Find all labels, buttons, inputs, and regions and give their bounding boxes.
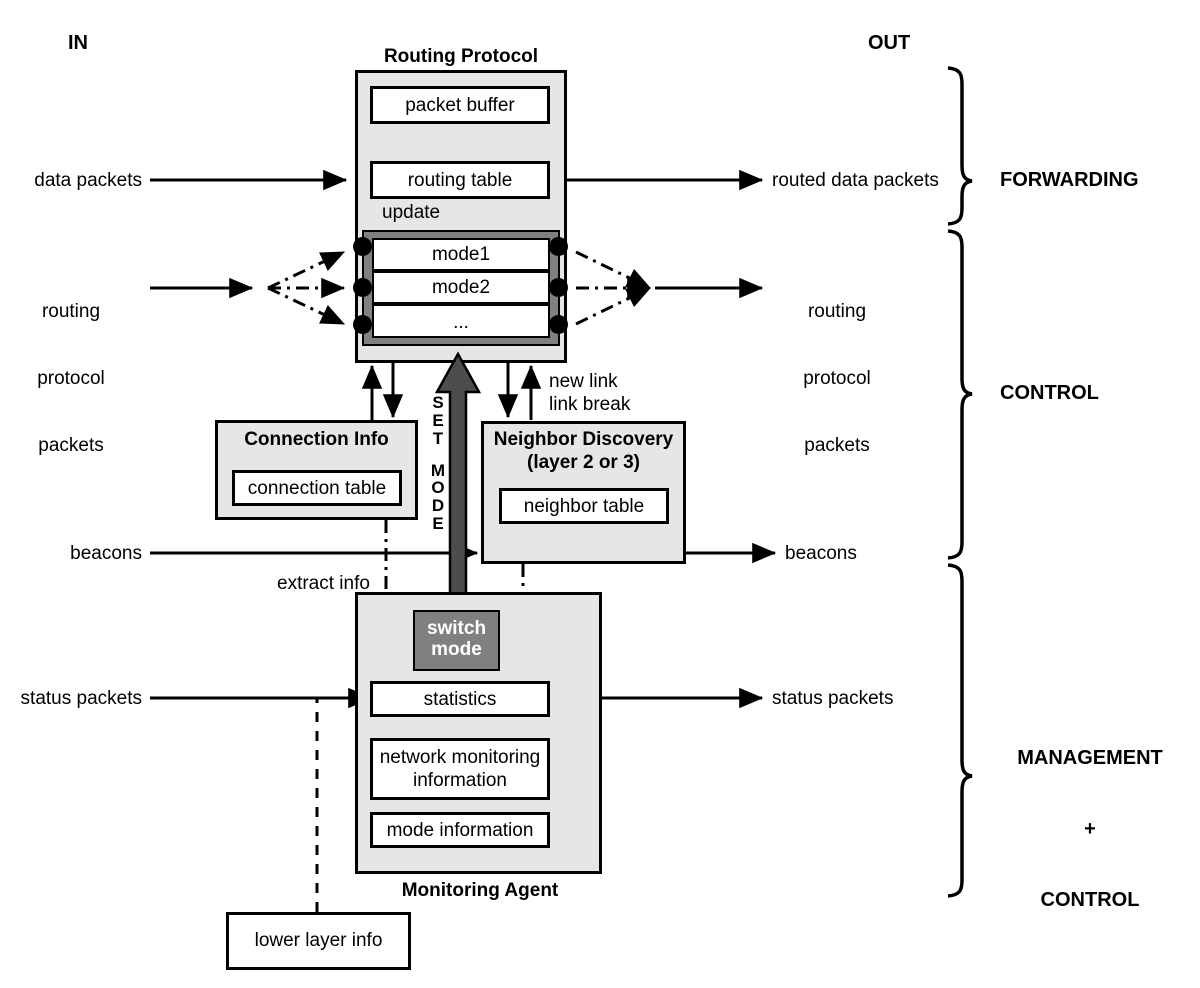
out-title: OUT <box>868 32 911 54</box>
plane-mc-line1: MANAGEMENT <box>1017 747 1163 770</box>
new-link-label: new link <box>549 371 618 392</box>
mode-box-2[interactable]: mode2 <box>372 271 550 304</box>
plane-label-management-control: MANAGEMENT + CONTROL <box>990 700 1190 960</box>
input-label-status-packets: status packets <box>20 688 142 709</box>
input-label-data-packets: data packets <box>34 170 142 191</box>
network-monitoring-information-line1: network monitoring <box>379 747 541 768</box>
mode-port-out-3 <box>549 315 568 334</box>
set-mode-letter-d: D <box>431 496 445 516</box>
packet-buffer-box: packet buffer <box>370 86 550 124</box>
neighbor-table-box: neighbor table <box>499 488 669 524</box>
set-mode-letter-e1: E <box>432 410 444 430</box>
neighbor-discovery-caption-line2: (layer 2 or 3) <box>527 452 640 473</box>
monitoring-agent-caption: Monitoring Agent <box>401 880 559 901</box>
extract-info-label: extract info <box>277 573 370 594</box>
neighbor-table-label: neighbor table <box>523 496 645 517</box>
update-label: update <box>382 202 441 223</box>
set-mode-letter-e2: E <box>432 514 444 534</box>
lower-layer-info-box: lower layer info <box>226 912 411 970</box>
output-label-status-packets: status packets <box>772 688 894 709</box>
brace-management-control <box>947 563 973 898</box>
network-monitoring-information-box: network monitoring information <box>370 738 550 800</box>
set-mode-letter-t: T <box>432 428 444 448</box>
mode-box-more[interactable]: ... <box>372 304 550 338</box>
link-break-label: link break <box>549 394 631 415</box>
set-mode-label: S E T M O D E <box>428 394 448 533</box>
mode-1-label: mode1 <box>431 244 491 265</box>
plane-mc-line2: + <box>1084 817 1096 840</box>
packet-buffer-label: packet buffer <box>405 95 515 116</box>
routing-protocol-caption: Routing Protocol <box>383 46 539 67</box>
neighbor-discovery-caption-line1: Neighbor Discovery <box>493 429 674 450</box>
switch-mode-line1: switch <box>426 618 487 639</box>
input-label-routing-protocol-packets: routing protocol packets <box>0 256 142 502</box>
arrow-routing-protocol-packets-in <box>150 250 346 326</box>
mode-port-out-2 <box>549 278 568 297</box>
input-rpp-line3: packets <box>38 435 104 457</box>
arrow-routing-protocol-packets-out <box>575 250 764 326</box>
output-label-routing-protocol-packets: routing protocol packets <box>772 256 902 502</box>
mode-port-in-2 <box>353 278 372 297</box>
network-monitoring-information-line2: information <box>413 770 507 791</box>
mode-more-label: ... <box>453 312 469 333</box>
output-rpp-line1: routing <box>807 300 867 322</box>
output-rpp-line2: protocol <box>803 368 871 390</box>
connection-table-box: connection table <box>232 470 402 506</box>
set-mode-gap <box>428 448 448 462</box>
routing-table-box: routing table <box>370 161 550 199</box>
plane-mc-line3: CONTROL <box>1040 888 1140 911</box>
in-title: IN <box>68 32 88 54</box>
switch-mode-line2: mode <box>431 638 482 660</box>
mode-box-1[interactable]: mode1 <box>372 238 550 271</box>
input-rpp-line1: routing <box>41 300 101 322</box>
connection-info-caption: Connection Info <box>244 429 389 450</box>
brace-forwarding <box>947 66 973 226</box>
mode-port-out-1 <box>549 237 568 256</box>
output-label-routed-data-packets: routed data packets <box>772 170 939 191</box>
plane-label-forwarding: FORWARDING <box>1000 169 1139 191</box>
plane-label-control: CONTROL <box>1000 382 1099 404</box>
mode-information-box: mode information <box>370 812 550 848</box>
set-mode-letter-m: M <box>430 460 446 480</box>
mode-information-label: mode information <box>386 820 534 841</box>
input-rpp-line2: protocol <box>37 368 105 390</box>
connection-table-label: connection table <box>247 478 387 499</box>
switch-mode-box[interactable]: switch mode <box>413 610 500 671</box>
set-mode-letter-o: O <box>431 478 445 498</box>
mode-port-in-3 <box>353 315 372 334</box>
lower-layer-info-label: lower layer info <box>254 930 383 951</box>
mode-port-in-1 <box>353 237 372 256</box>
mode-2-label: mode2 <box>431 277 491 298</box>
output-label-beacons: beacons <box>785 543 857 564</box>
statistics-box: statistics <box>370 681 550 717</box>
set-mode-letter-s: S <box>432 393 444 412</box>
routing-table-label: routing table <box>407 170 513 191</box>
input-label-beacons: beacons <box>70 543 142 564</box>
statistics-label: statistics <box>423 689 497 710</box>
output-rpp-line3: packets <box>804 435 870 457</box>
brace-control <box>947 229 973 560</box>
